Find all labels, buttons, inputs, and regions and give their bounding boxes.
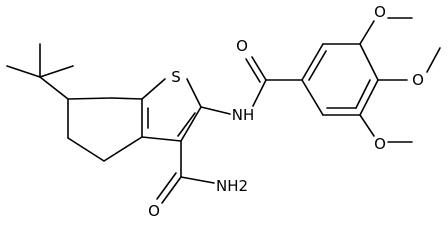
bond <box>180 176 215 184</box>
bond <box>186 78 202 108</box>
atom-label-methoxy-mid-oxygen: O <box>412 71 424 89</box>
bond <box>245 58 261 83</box>
bond <box>39 76 69 100</box>
bond <box>141 136 182 142</box>
bond <box>359 20 375 45</box>
bond <box>301 43 324 81</box>
bond <box>200 106 231 115</box>
bond <box>161 176 182 204</box>
bond <box>156 172 177 200</box>
atom-label-methoxy-bottom-oxygen: O <box>374 135 386 153</box>
bond <box>103 136 143 162</box>
bonds <box>6 17 441 204</box>
bond <box>111 97 143 100</box>
bond <box>177 112 196 137</box>
atom-labels: S NH O NH2 O O O O <box>148 3 424 220</box>
bond <box>252 79 267 107</box>
bond <box>308 50 327 81</box>
bond <box>39 65 74 78</box>
bond <box>301 79 324 116</box>
atom-label-carboxamide-oxygen: O <box>148 202 160 220</box>
bond <box>180 106 202 142</box>
atom-label-carboxamide-nh2: NH2 <box>216 177 248 195</box>
atom-label-methoxy-top-oxygen: O <box>374 3 386 21</box>
bond <box>6 65 41 78</box>
chemical-structure: S NH O NH2 O O O O <box>6 3 441 220</box>
bond <box>67 97 113 100</box>
bond <box>426 47 441 73</box>
bond <box>359 114 375 137</box>
bond <box>67 137 105 162</box>
atom-label-amide-oxygen: O <box>236 37 248 55</box>
atom-label-amide-nh: NH <box>232 106 255 124</box>
bond <box>141 78 166 100</box>
atom-label-sulfur: S <box>171 68 181 86</box>
bond <box>359 43 379 81</box>
bond <box>355 79 371 109</box>
bond <box>359 79 379 116</box>
bond <box>251 56 267 81</box>
